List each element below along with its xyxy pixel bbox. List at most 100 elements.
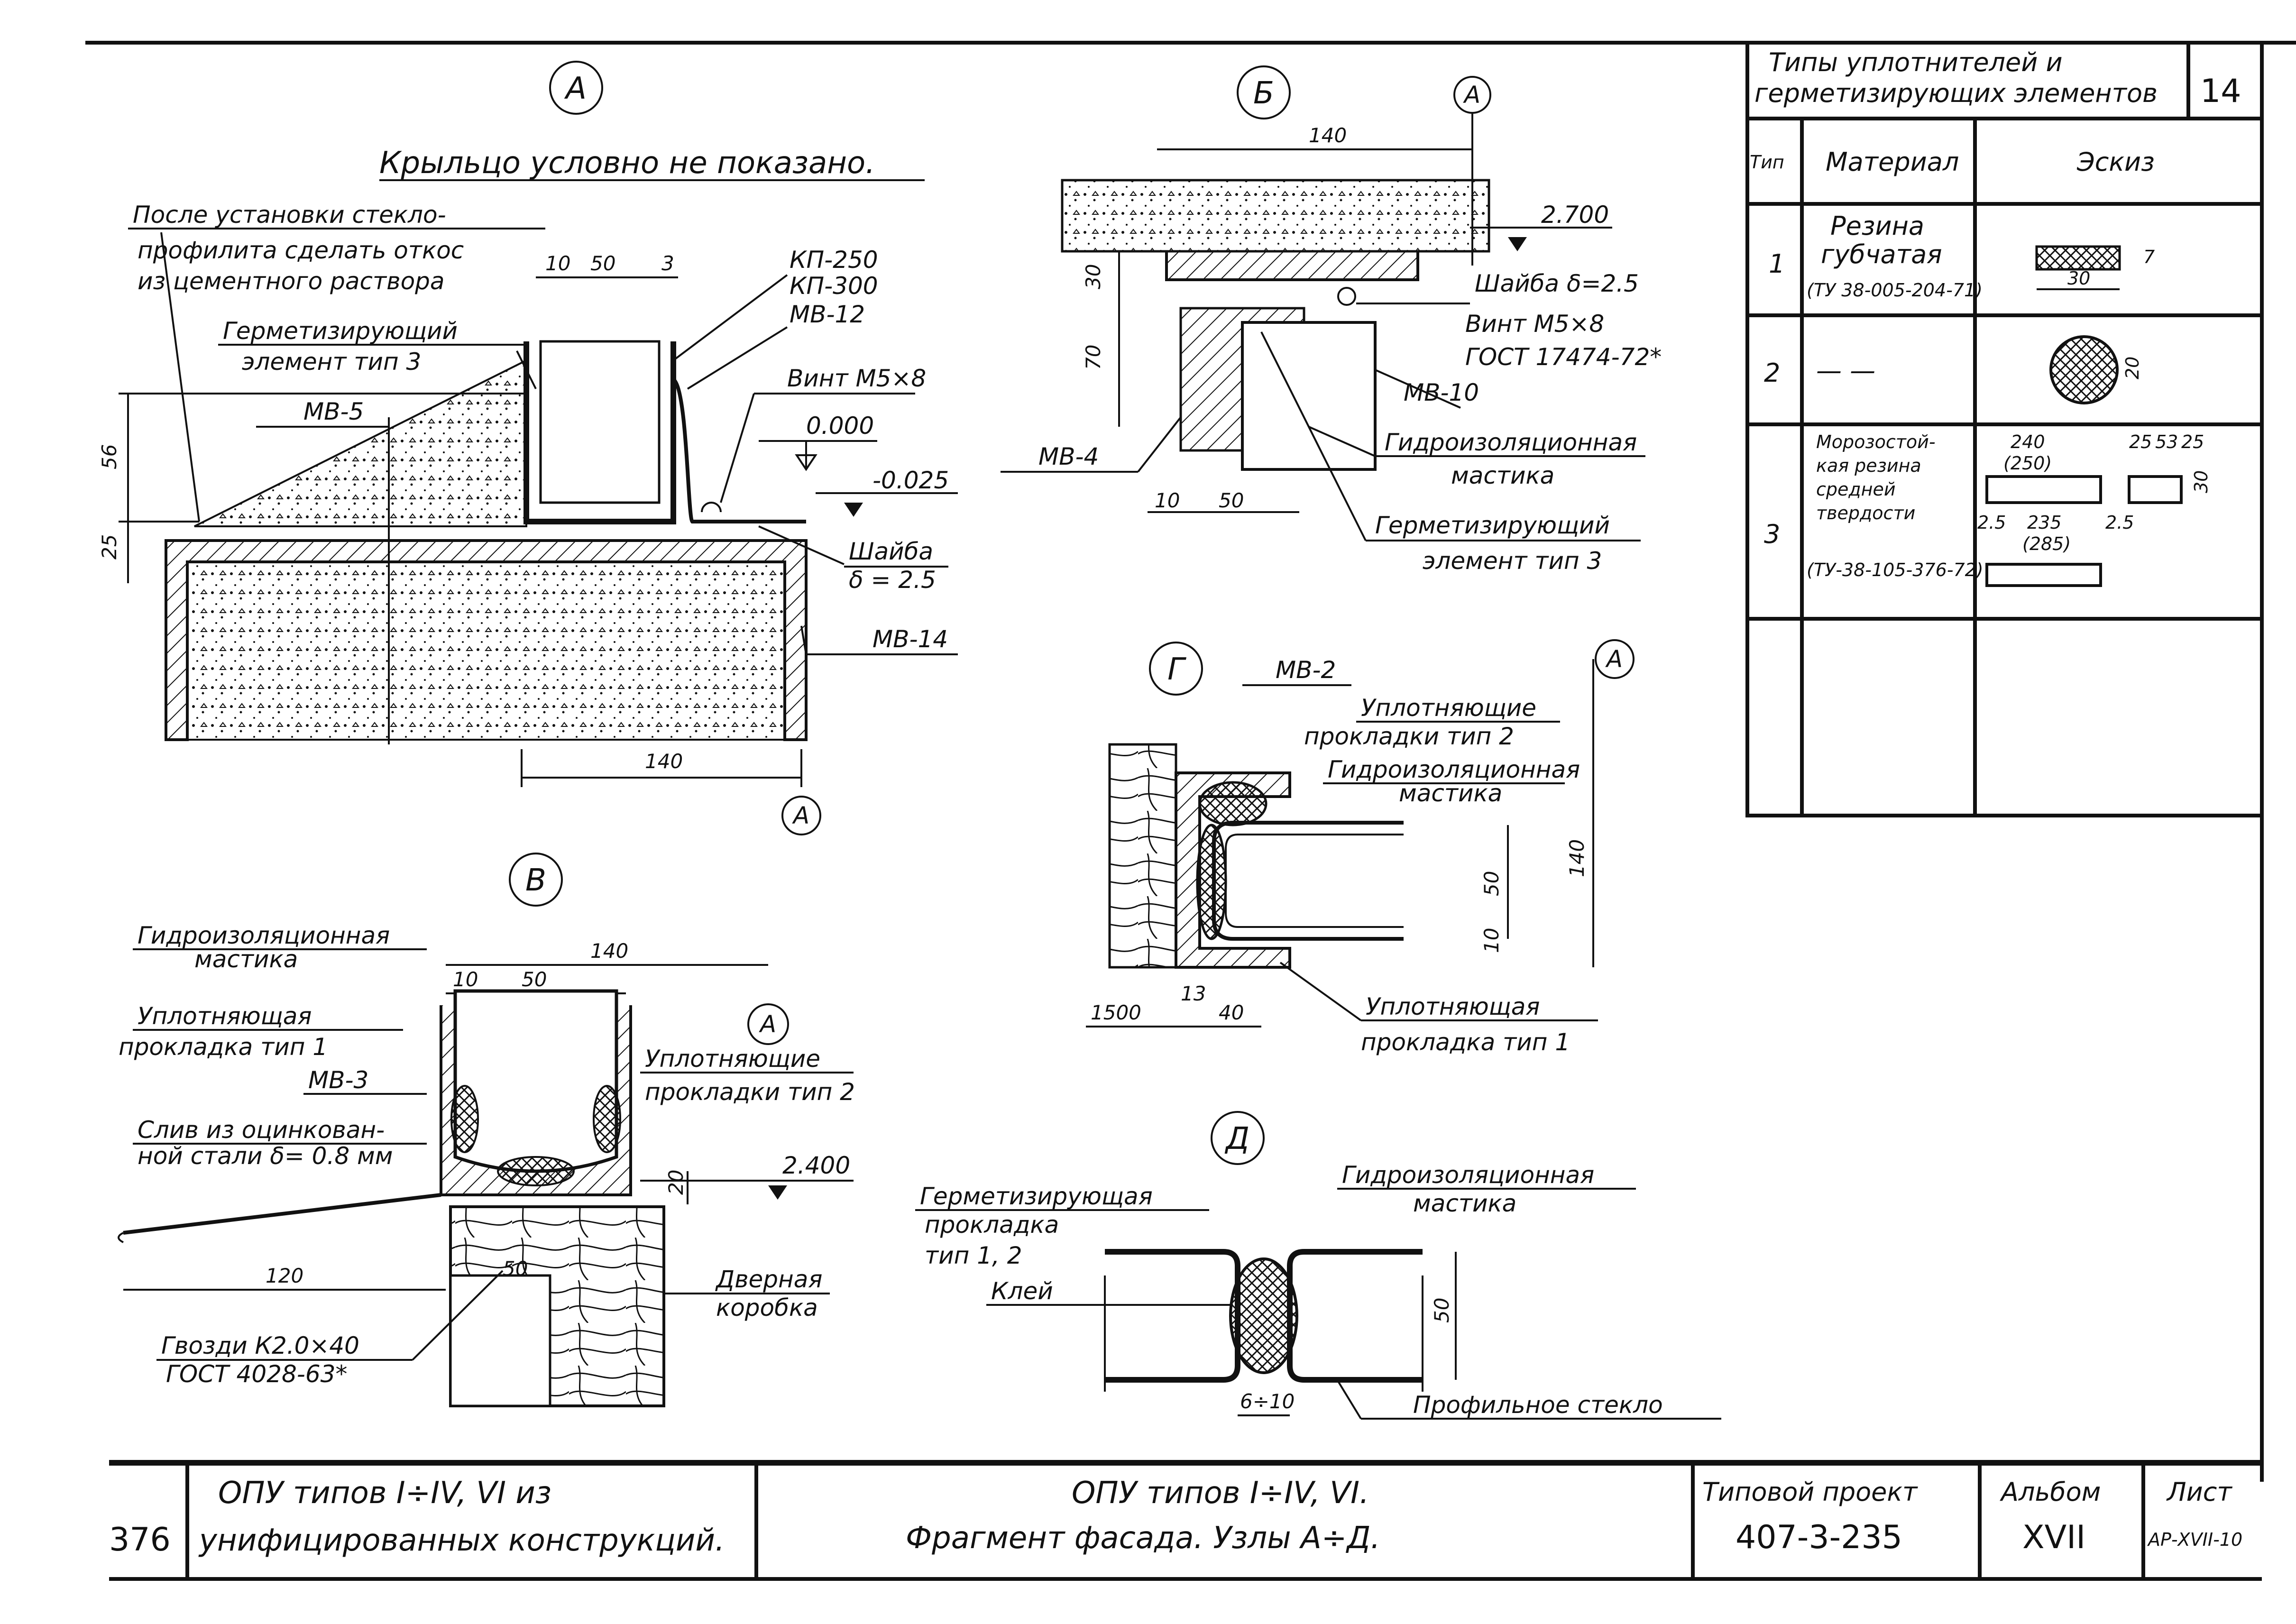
node-g-mark: Г — [1167, 652, 1186, 687]
leader — [1279, 962, 1362, 1021]
node-a-channel — [523, 341, 676, 524]
node-b-screw: Винт М5×8 — [1465, 310, 1604, 338]
node-b-axis: А — [1463, 81, 1480, 109]
node-b-seal-2: элемент тип 3 — [1423, 547, 1602, 575]
leader — [1260, 331, 1367, 541]
level-marker-icon — [1508, 237, 1527, 251]
table-row-dim: 20 — [2122, 357, 2143, 379]
level-marker-icon — [768, 1185, 787, 1200]
sheet-label: Лист — [2166, 1477, 2232, 1507]
sheet-number: АР-XVII-10 — [2147, 1529, 2242, 1550]
node-v-mastic-1: Гидроизоляционная — [138, 922, 390, 949]
node-v-dim-120: 120 — [266, 1264, 303, 1287]
leader — [1375, 369, 1461, 409]
node-g-dim-50: 50 — [1480, 871, 1503, 896]
node-d-dim-6: 6÷10 — [1240, 1390, 1295, 1413]
node-v-glass — [453, 989, 618, 1173]
node-g-dim-13: 13 — [1181, 982, 1206, 1005]
node-g-pad1-1: Уплотняющая — [1366, 993, 1540, 1020]
node-v-marker — [509, 853, 563, 907]
node-g-mastic-1: Гидроизоляционная — [1328, 756, 1580, 783]
node-d-marker — [1211, 1111, 1265, 1165]
node-g-mastic-2: мастика — [1399, 780, 1502, 807]
table-row-dim: 2.5 — [1977, 512, 2006, 533]
table-row-material: (ТУ 38-005-204-71) — [1807, 280, 1983, 301]
node-d-glass-right — [1287, 1249, 1423, 1383]
node-g-pad-type2 — [1198, 781, 1267, 826]
node-v-drip-1: Слив из оцинкован- — [138, 1116, 385, 1144]
album-number: XVII — [2022, 1519, 2085, 1556]
seal-type3-sketch-b — [2128, 475, 2183, 504]
leader — [1137, 416, 1182, 473]
node-b-screw-head — [1337, 287, 1356, 306]
node-g-pad2-2: прокладки тип 2 — [1304, 723, 1514, 750]
node-a-dim-56: 56 — [98, 444, 121, 469]
node-g-marker — [1149, 642, 1203, 696]
node-a-mb14: МВ-14 — [872, 625, 948, 653]
seals-table-frame — [1745, 41, 2264, 817]
node-d-seal-pad — [1229, 1257, 1298, 1374]
node-b-head-frame — [1165, 251, 1419, 281]
node-v-frame-2: коробка — [716, 1294, 818, 1321]
node-b-mastic-1: Гидроизоляционная — [1385, 429, 1637, 456]
node-b-dim-70: 70 — [1082, 345, 1105, 370]
table-row-dim: 30 — [2067, 268, 2090, 289]
node-g-pad1-2: прокладка тип 1 — [1361, 1028, 1570, 1056]
node-a-marker — [549, 61, 603, 115]
node-g-axis: А — [1605, 645, 1623, 673]
table-row-dim: 53 — [2155, 431, 2178, 452]
node-g-axis-marker — [1595, 639, 1635, 679]
table-row-material: Резина — [1830, 211, 1924, 241]
title-block: 376 ОПУ типов I÷IV, VI из унифицированны… — [109, 1460, 2262, 1581]
table-row-dim: 235 — [2027, 512, 2062, 533]
seals-table-page-no: 14 — [2200, 73, 2241, 110]
table-row-dim: (285) — [2022, 533, 2071, 554]
node-v-pad-type2-left — [450, 1085, 479, 1153]
title-center-1: ОПУ типов I÷IV, VI. — [1072, 1476, 1369, 1511]
node-d-seal-3: тип 1, 2 — [925, 1242, 1022, 1269]
node-a-axis: А — [792, 802, 809, 829]
leader — [160, 232, 200, 522]
node-v-pad1-2: прокладка тип 1 — [119, 1033, 328, 1061]
node-d-mastic-2: мастика — [1413, 1190, 1516, 1217]
seals-table: Типы уплотнителей и герметизирующих элем… — [1745, 41, 2264, 817]
seal-type3-sketch-c — [1985, 563, 2102, 587]
node-g-dim-40: 40 — [1219, 1001, 1244, 1024]
table-header-type: Тип — [1750, 152, 1784, 173]
node-v-axis: А — [759, 1010, 776, 1038]
stamp-number: 376 — [109, 1521, 171, 1559]
node-g-mb2: МВ-2 — [1276, 656, 1336, 684]
node-v-nails-1: Гвозди К2.0×40 — [161, 1332, 359, 1359]
node-a-dim-140: 140 — [645, 750, 683, 773]
table-row-dim: 2.5 — [2105, 512, 2134, 533]
node-g-dim-10: 10 — [1480, 928, 1503, 953]
node-d-seal-1: Герметизирующая — [920, 1183, 1153, 1210]
album-label: Альбом — [2000, 1477, 2101, 1507]
leader — [412, 1270, 504, 1361]
node-b-slab — [1061, 179, 1490, 253]
node-b-dim-10: 10 — [1155, 489, 1180, 512]
node-a-kp300: КП-300 — [790, 272, 878, 300]
table-row-type: 2 — [1764, 358, 1780, 388]
leader — [1308, 426, 1376, 457]
node-v-drip — [123, 1193, 441, 1235]
table-row-material: Морозостой- — [1816, 431, 1936, 452]
node-v-door-frame-rebate — [449, 1274, 551, 1407]
node-a-mb5: МВ-5 — [303, 398, 364, 425]
node-b-seal-1: Герметизирующий — [1375, 512, 1610, 539]
node-v-pad1-1: Уплотняющая — [138, 1002, 312, 1030]
table-row-dim: 7 — [2143, 247, 2155, 267]
table-row-material: — — — [1816, 356, 1875, 385]
node-v-axis-marker — [747, 1003, 789, 1045]
node-b-dim-30: 30 — [1082, 264, 1105, 289]
node-a-washer-2: δ = 2.5 — [849, 566, 936, 594]
node-b-axis-marker — [1453, 76, 1491, 114]
leader — [672, 274, 788, 361]
node-b-level: 2.700 — [1541, 201, 1609, 229]
node-v-dim-50: 50 — [522, 968, 547, 991]
title-left-1: ОПУ типов I÷IV, VI из — [218, 1476, 551, 1511]
project-label: Типовой проект — [1702, 1477, 1918, 1507]
title-left-2: унифицированных конструкций. — [198, 1523, 725, 1558]
node-g-glass-inner — [1225, 834, 1404, 928]
